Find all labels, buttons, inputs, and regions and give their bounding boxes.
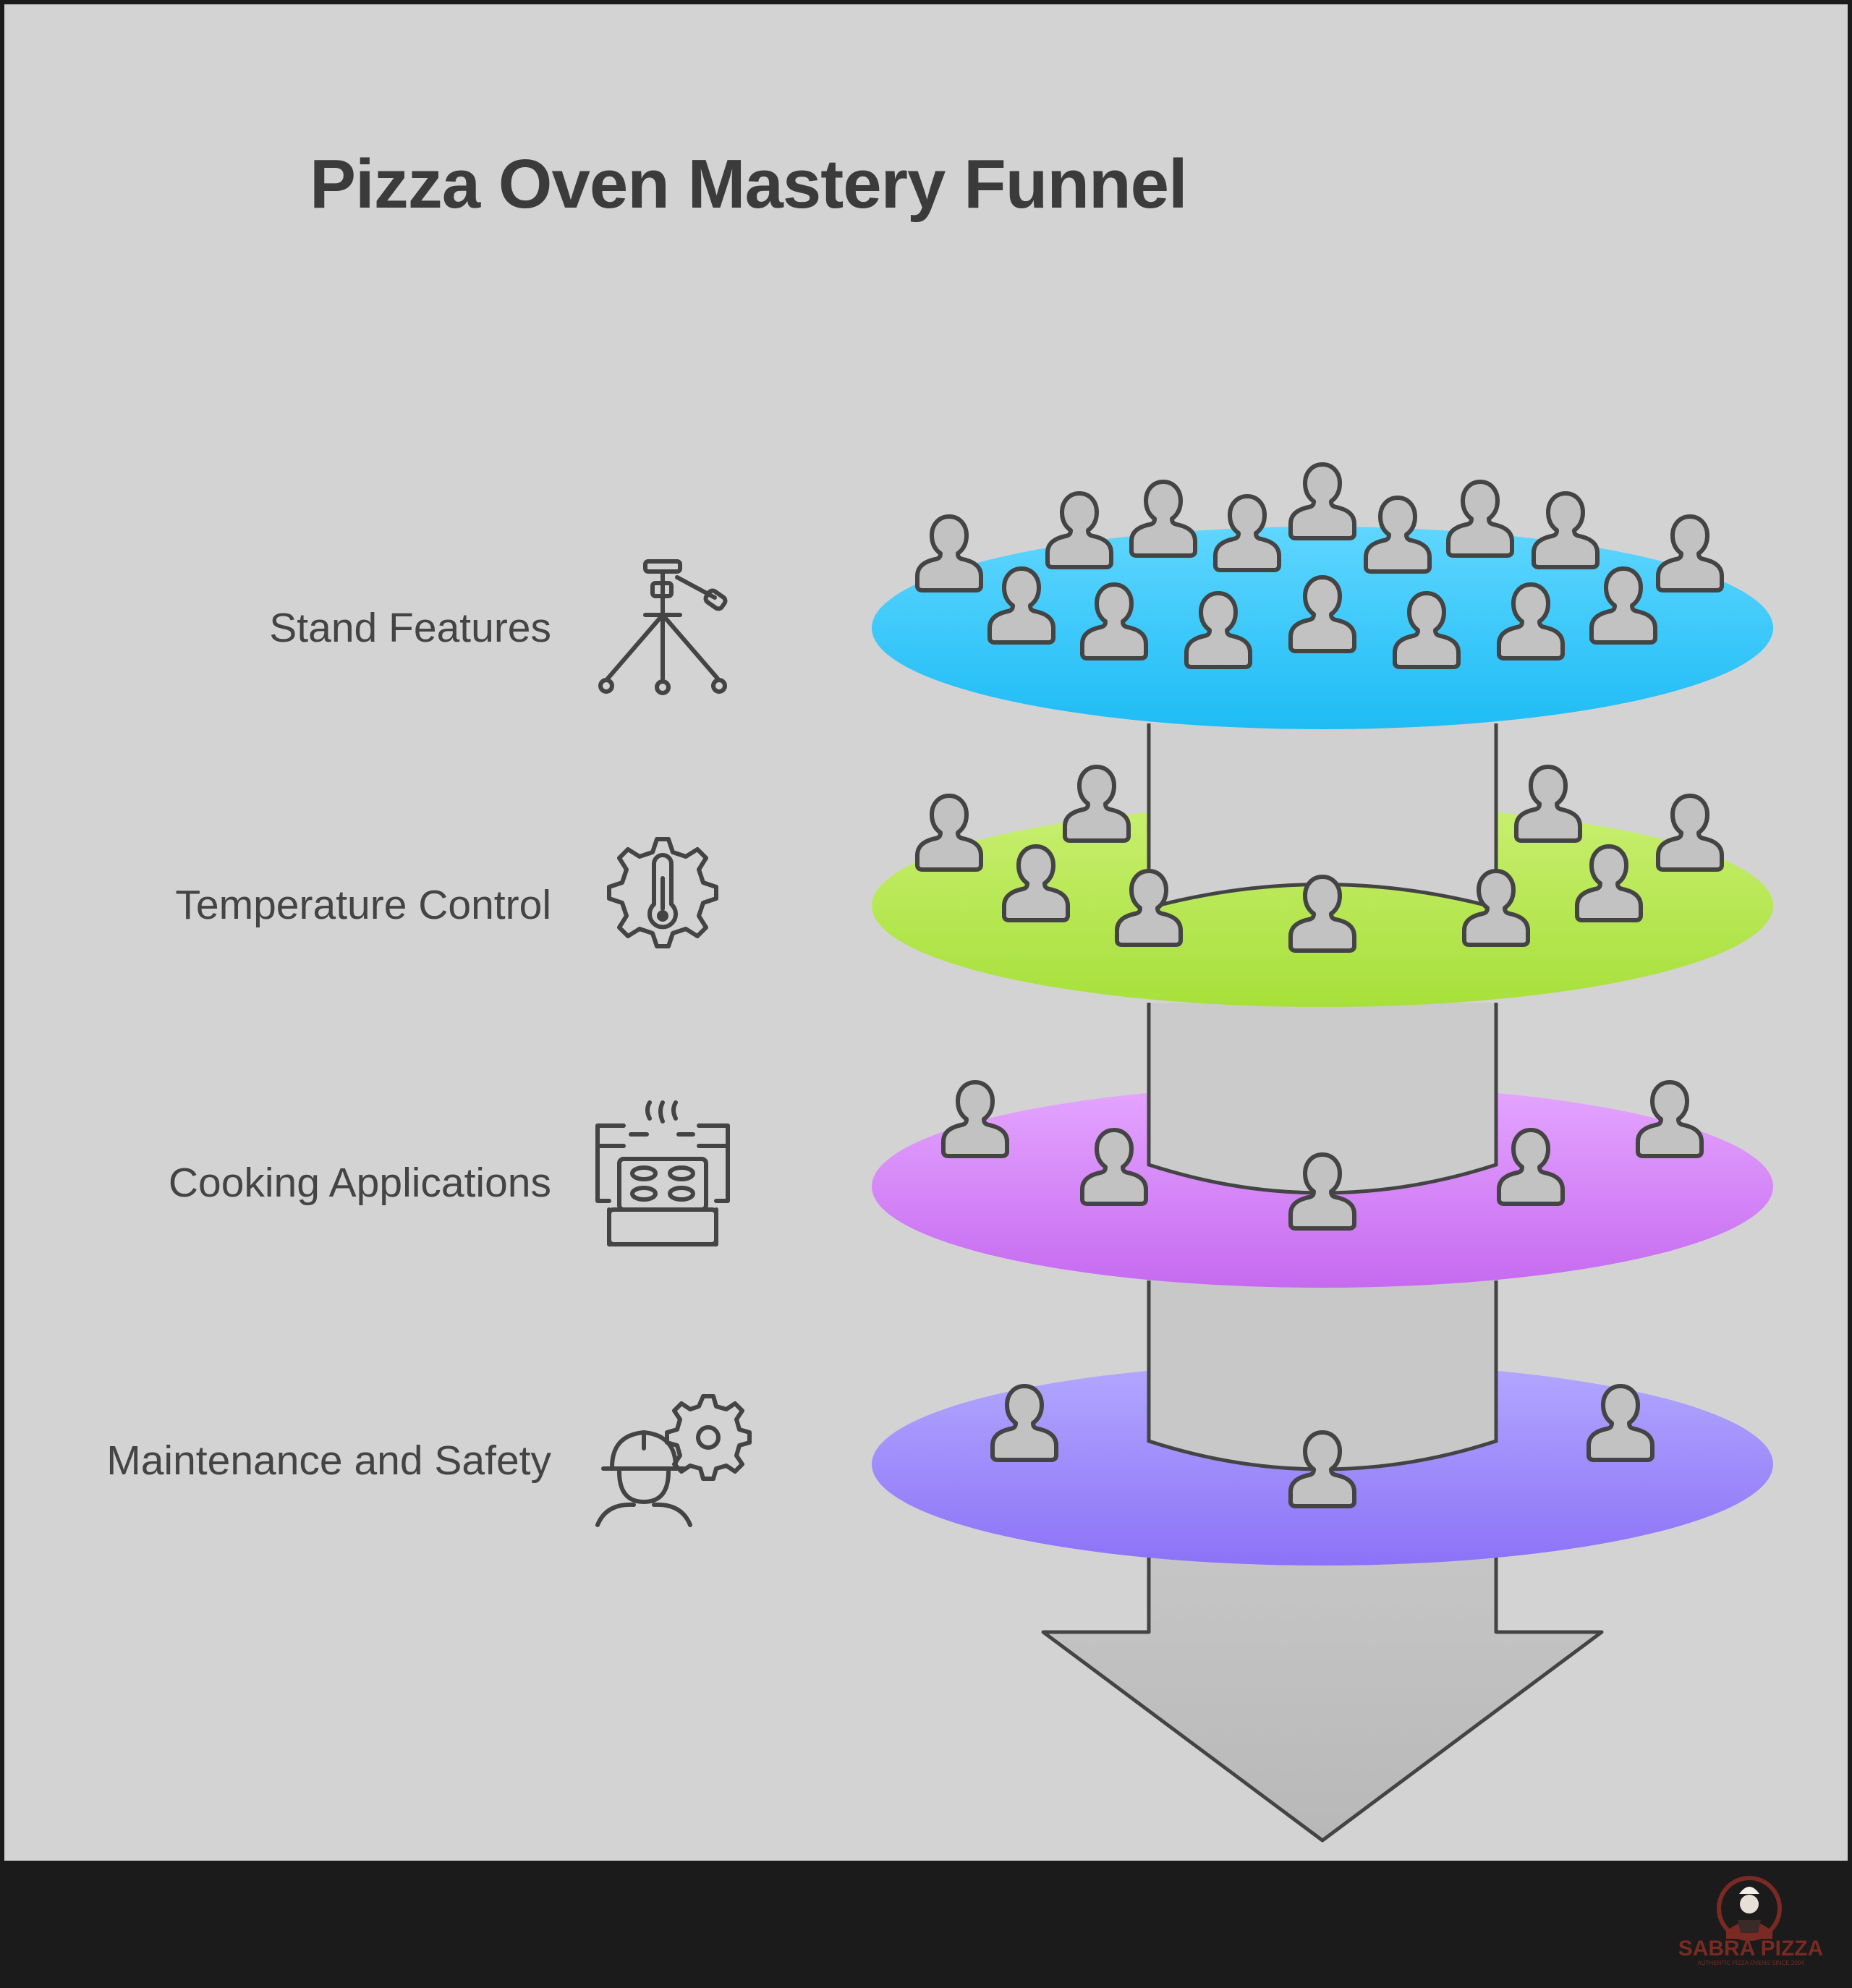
stage-label-maintenance-and-safety: Maintenance and Safety	[106, 1437, 551, 1484]
person-icon	[1658, 796, 1722, 870]
logo-name: SABRA PIZZA	[1678, 1937, 1824, 1961]
logo-tagline: AUTHENTIC PIZZA OVENS SINCE 2004	[1697, 1960, 1804, 1966]
person-icon	[917, 517, 981, 590]
page-title: Pizza Oven Mastery Funnel	[310, 145, 1188, 223]
gear-thermometer-icon	[607, 837, 718, 948]
stage-label-temperature-control: Temperature Control	[175, 882, 551, 928]
person-icon	[917, 796, 981, 870]
tripod-icon	[598, 559, 728, 695]
person-icon	[1131, 482, 1195, 556]
funnel-arrow	[1041, 1548, 1604, 1843]
person-icon	[1516, 767, 1580, 841]
footer-bar	[0, 1861, 1852, 1988]
oven-tray-icon	[595, 1100, 730, 1246]
person-icon	[1048, 493, 1111, 567]
person-icon	[1291, 464, 1354, 538]
person-icon	[1658, 517, 1722, 590]
worker-gear-icon	[595, 1394, 752, 1527]
person-icon	[1448, 482, 1512, 556]
stage-label-stand-features: Stand Features	[269, 605, 551, 651]
sabra-pizza-logo: SABRA PIZZA AUTHENTIC PIZZA OVENS SINCE …	[1678, 1876, 1824, 1966]
stage-label-cooking-applications: Cooking Applications	[168, 1160, 551, 1206]
person-icon	[1534, 493, 1597, 567]
person-icon	[1065, 767, 1129, 841]
